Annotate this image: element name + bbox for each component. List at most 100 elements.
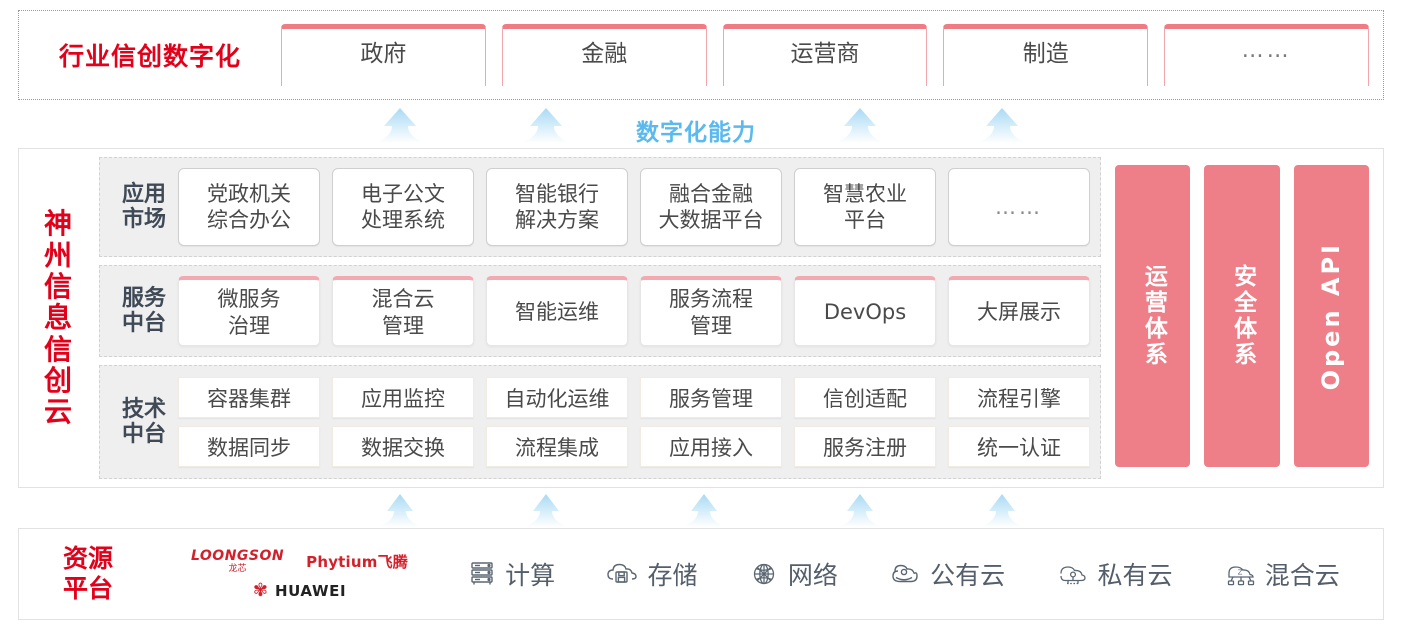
technical-platform-row-1: 容器集群 应用监控 自动化运维 服务管理 信创适配 流程引擎 — [178, 377, 1090, 418]
tier-service-platform: 服务 中台 微服务治理 混合云管理 智能运维 — [99, 265, 1101, 357]
tier-label-line2: 中台 — [121, 311, 166, 336]
resource-title-line1: 资源 — [62, 544, 113, 573]
tech-box-data-sync[interactable]: 数据同步 — [178, 426, 320, 467]
tier-technical-platform: 技术 中台 容器集群 应用监控 自动化运维 服务管理 信创适配 流程引擎 — [99, 365, 1101, 479]
tech-box-xinchuang-adaptation[interactable]: 信创适配 — [794, 377, 936, 418]
resource-item-network[interactable]: 网络 — [748, 556, 838, 592]
industry-band: 行业信创数字化 政府 金融 运营商 制造 …… — [18, 10, 1384, 100]
svc-box-text: 服务流程管理 — [669, 287, 753, 338]
app-box-line1: 电子公文处理系统 — [361, 181, 445, 232]
cloud-title-c4: 息 — [43, 301, 72, 335]
app-box-government-office[interactable]: 党政机关综合办公 — [178, 168, 320, 246]
app-box-line1: …… — [995, 194, 1043, 219]
resource-item-public-cloud[interactable]: 公有云 — [888, 556, 1005, 592]
cloud-title-c3: 信 — [43, 269, 72, 303]
cloud-tier-column: 应用 市场 党政机关综合办公 电子公文处理系统 智能银行解决方案 — [99, 157, 1101, 479]
industry-box-finance[interactable]: 金融 — [501, 24, 707, 86]
cloud-pillar-column: 运营体系 安全体系 Open API — [1111, 157, 1373, 479]
cloud-platform-body: 应用 市场 党政机关综合办公 电子公文处理系统 智能银行解决方案 — [93, 149, 1383, 487]
tech-box-service-management[interactable]: 服务管理 — [640, 377, 782, 418]
up-arrow-icon — [518, 106, 574, 144]
digital-capability-label: 数字化能力 — [636, 120, 756, 146]
app-box-smart-agriculture[interactable]: 智慧农业平台 — [794, 168, 936, 246]
pillar-open-api[interactable]: Open API — [1293, 165, 1369, 467]
resource-item-label: 存储 — [647, 561, 698, 590]
app-box-line1: 党政机关综合办公 — [207, 181, 291, 232]
tech-box-container-cluster[interactable]: 容器集群 — [178, 377, 320, 418]
svc-box-hybrid-cloud-mgmt[interactable]: 混合云管理 — [332, 276, 474, 346]
app-box-edoc-system[interactable]: 电子公文处理系统 — [332, 168, 474, 246]
resource-platform-title: 资源 平台 — [19, 544, 157, 604]
app-box-finance-bigdata[interactable]: 融合金融大数据平台 — [640, 168, 782, 246]
tech-box-process-engine[interactable]: 流程引擎 — [948, 377, 1090, 418]
pillar-security-system[interactable]: 安全体系 — [1204, 165, 1280, 467]
application-market-items: 党政机关综合办公 电子公文处理系统 智能银行解决方案 融合金融大数据平台 智慧农 — [178, 168, 1090, 246]
svc-box-microservice-governance[interactable]: 微服务治理 — [178, 276, 320, 346]
tier-label-service-platform: 服务 中台 — [110, 286, 178, 337]
app-box-line1: 融合金融大数据平台 — [658, 181, 764, 232]
app-box-more[interactable]: …… — [948, 168, 1090, 246]
tier-label-line1: 技术 — [121, 396, 166, 422]
tier-label-line1: 应用 — [121, 181, 166, 207]
svc-box-text: 微服务治理 — [217, 287, 281, 338]
up-arrow-icon — [372, 106, 428, 144]
industry-box-list: 政府 金融 运营商 制造 …… — [281, 10, 1383, 100]
service-platform-items: 微服务治理 混合云管理 智能运维 服务流程管理 DevOps — [178, 276, 1090, 346]
svc-box-big-screen-display[interactable]: 大屏展示 — [948, 276, 1090, 346]
resource-item-label: 私有云 — [1097, 561, 1173, 590]
tech-box-data-exchange[interactable]: 数据交换 — [332, 426, 474, 467]
cloud-title-c6: 创 — [43, 364, 72, 398]
resource-item-hybrid-cloud[interactable]: Z 混合云 — [1223, 556, 1340, 592]
resource-item-list: 计算 存储 — [442, 556, 1383, 592]
vendor-logo-group: LOONGSON 龙芯 Phytium飞腾 ✾ HUAWEI — [157, 549, 442, 600]
server-icon — [467, 559, 497, 589]
technical-platform-items: 容器集群 应用监控 自动化运维 服务管理 信创适配 流程引擎 数据同步 数据交换… — [178, 377, 1090, 467]
cloud-title-c2: 州 — [43, 238, 72, 272]
loongson-logo-name: LOONGSON — [190, 547, 285, 564]
tech-box-process-integration[interactable]: 流程集成 — [486, 426, 628, 467]
tech-box-app-access[interactable]: 应用接入 — [640, 426, 782, 467]
industry-band-title: 行业信创数字化 — [58, 42, 241, 71]
cloud-title-c5: 信 — [43, 332, 72, 366]
industry-box-manufacturing[interactable]: 制造 — [943, 24, 1149, 86]
svc-box-intelligent-ops[interactable]: 智能运维 — [486, 276, 628, 346]
tech-box-service-registry[interactable]: 服务注册 — [794, 426, 936, 467]
tech-box-app-monitoring[interactable]: 应用监控 — [332, 377, 474, 418]
tier-label-line1: 服务 — [121, 285, 166, 311]
resource-item-storage[interactable]: 存储 — [605, 556, 698, 592]
resource-item-label: 计算 — [505, 561, 556, 590]
up-arrow-icon — [676, 490, 732, 528]
resource-title-line2: 平台 — [62, 574, 113, 603]
industry-box-government[interactable]: 政府 — [281, 24, 486, 86]
up-arrow-icon — [832, 490, 888, 528]
resource-item-private-cloud[interactable]: 私有云 — [1055, 556, 1172, 592]
pillar-operations-system[interactable]: 运营体系 — [1115, 165, 1191, 467]
pillar-label: Open API — [1317, 241, 1346, 391]
up-arrow-icon — [832, 106, 888, 144]
resource-item-compute[interactable]: 计算 — [467, 556, 555, 592]
tier-label-line2: 中台 — [121, 422, 166, 447]
svc-box-devops[interactable]: DevOps — [794, 276, 936, 346]
resource-item-label: 混合云 — [1264, 561, 1340, 590]
up-arrow-icon — [974, 106, 1030, 144]
svc-box-service-process-mgmt[interactable]: 服务流程管理 — [640, 276, 782, 346]
huawei-logo: ✾ HUAWEI — [253, 581, 346, 600]
tier-application-market: 应用 市场 党政机关综合办公 电子公文处理系统 智能银行解决方案 — [99, 157, 1101, 257]
tech-box-automated-ops[interactable]: 自动化运维 — [486, 377, 628, 418]
up-arrow-icon — [974, 490, 1030, 528]
svc-box-text: 大屏展示 — [977, 300, 1061, 325]
network-icon — [748, 559, 780, 589]
industry-box-more[interactable]: …… — [1164, 24, 1369, 86]
resource-platform-panel: 资源 平台 LOONGSON 龙芯 Phytium飞腾 ✾ HUAWEI — [18, 528, 1384, 620]
resource-item-label: 公有云 — [930, 561, 1006, 590]
technical-platform-row-2: 数据同步 数据交换 流程集成 应用接入 服务注册 统一认证 — [178, 426, 1090, 467]
cloud-platform-title: 神 州 信 息 信 创 云 — [19, 149, 93, 487]
private-cloud-icon — [1055, 559, 1089, 589]
hybrid-cloud-icon: Z — [1223, 559, 1257, 589]
svg-text:Z: Z — [1237, 569, 1242, 577]
svc-box-text: 混合云管理 — [371, 287, 435, 338]
tech-box-unified-auth[interactable]: 统一认证 — [948, 426, 1090, 467]
app-box-smart-bank[interactable]: 智能银行解决方案 — [486, 168, 628, 246]
industry-box-telecom[interactable]: 运营商 — [722, 24, 928, 86]
